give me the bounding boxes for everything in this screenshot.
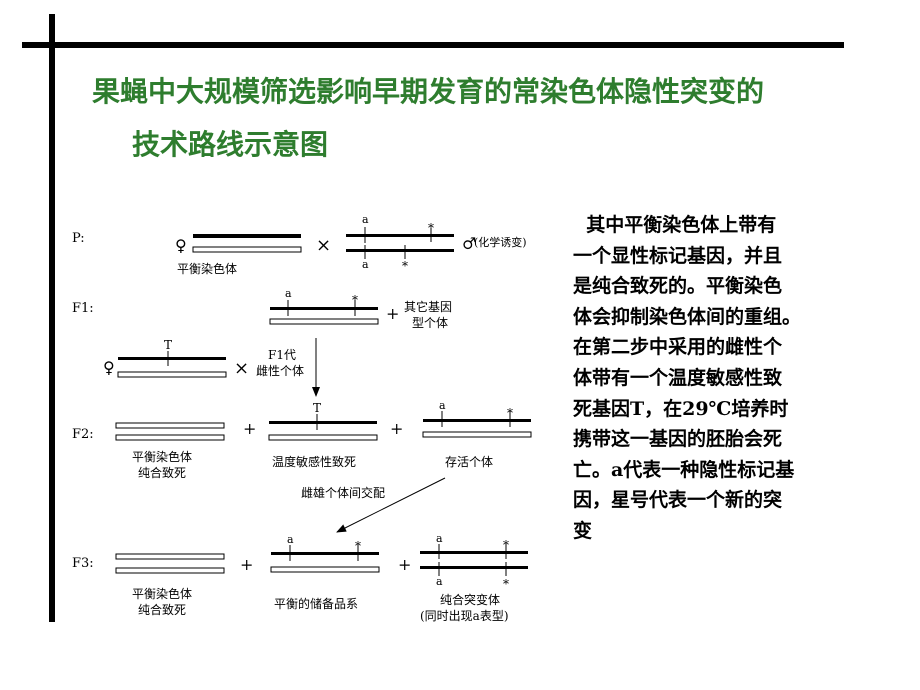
f2-mid-label: 温度敏感性致死 bbox=[272, 454, 356, 469]
allele-a-label: a bbox=[436, 575, 443, 588]
description-line: 亡。a代表一种隐性标记基 bbox=[573, 458, 795, 481]
female-icon: ♀ bbox=[175, 236, 187, 255]
balancer-chromosome-pair bbox=[192, 234, 302, 253]
description-line: 因，星号代表一个新的突 bbox=[573, 489, 783, 512]
f3-homozygous-pair bbox=[420, 544, 528, 576]
p-female-label: 平衡染色体 bbox=[177, 261, 237, 276]
f1-other-label-line1: 其它基因 bbox=[404, 299, 452, 314]
description-line: 一个显性标记基因，并且 bbox=[573, 244, 783, 267]
f2-diagonal-arrow bbox=[336, 477, 446, 533]
slide-title-line1: 果蝇中大规模筛选影响早期发育的常染色体隐性突变的 bbox=[92, 75, 765, 108]
f3-balancer-pair bbox=[115, 553, 225, 574]
mutation-star: * bbox=[428, 221, 434, 235]
f2-cross-note: 雌雄个体间交配 bbox=[301, 485, 385, 500]
mutation-star: * bbox=[503, 577, 509, 591]
description-line: 携带这一基因的胚胎会死 bbox=[573, 428, 783, 451]
f3-left-label-line1: 平衡染色体 bbox=[132, 586, 192, 601]
f2-t-pair bbox=[268, 414, 378, 441]
f2-right-label: 存活个体 bbox=[445, 455, 493, 469]
slide-title-line2: 技术路线示意图 bbox=[132, 128, 329, 161]
f2-left-label-line2: 纯合致死 bbox=[138, 465, 186, 480]
f1-female-label-line2: 雌性个体 bbox=[256, 363, 304, 378]
mutation-star: * bbox=[402, 259, 408, 273]
gen-label-p: P: bbox=[72, 231, 85, 246]
plus-sign: + bbox=[398, 555, 411, 574]
f3-right-label-line2: (同时出现a表型) bbox=[420, 609, 509, 623]
gen-label-f3: F3: bbox=[72, 556, 94, 571]
f2-survivor-pair bbox=[422, 411, 532, 438]
p-male-note: (化学诱变) bbox=[474, 235, 527, 249]
allele-a-label: a bbox=[362, 258, 369, 271]
description-line: 体会抑制染色体间的重组。 bbox=[573, 305, 802, 328]
description-line: 死基因T，在29℃培养时 bbox=[573, 397, 789, 420]
f3-left-label-line2: 纯合致死 bbox=[138, 602, 186, 617]
description-text: 其中平衡染色体上带有 一个显性标记基因，并且 是纯合致死的。平衡染色 体会抑制染… bbox=[573, 210, 823, 547]
cross-icon: × bbox=[316, 235, 331, 256]
mutation-star: * bbox=[355, 539, 361, 553]
f3-right-label-line1: 纯合突变体 bbox=[440, 592, 500, 607]
top-rule bbox=[22, 42, 844, 48]
cross-icon: × bbox=[234, 358, 249, 379]
plus-sign: + bbox=[243, 419, 256, 438]
gen-label-f2: F2: bbox=[72, 427, 94, 442]
allele-a-label: a bbox=[287, 533, 294, 546]
mutation-star: * bbox=[352, 293, 358, 307]
description-line: 体带有一个温度敏感性致 bbox=[573, 366, 783, 389]
f1-other-label-line2: 型个体 bbox=[412, 316, 448, 330]
plus-sign: + bbox=[386, 304, 399, 323]
allele-a-label: a bbox=[362, 213, 369, 226]
plus-sign: + bbox=[240, 555, 253, 574]
description-line: 变 bbox=[573, 519, 593, 542]
f3-mid-label: 平衡的储备品系 bbox=[274, 596, 358, 611]
allele-t-label: T bbox=[313, 401, 321, 415]
f1-female-label-line1: F1代 bbox=[268, 348, 296, 362]
mutation-star: * bbox=[503, 538, 509, 552]
description-line: 在第二步中采用的雌性个 bbox=[573, 336, 783, 359]
mutation-star: * bbox=[507, 406, 513, 420]
f2-balancer-pair bbox=[115, 422, 225, 441]
female-icon: ♀ bbox=[103, 358, 115, 377]
allele-t-label: T bbox=[164, 338, 172, 352]
plus-sign: + bbox=[390, 419, 403, 438]
allele-a-label: a bbox=[436, 532, 443, 545]
t-chromosome-pair bbox=[117, 351, 227, 378]
description-line: 是纯合致死的。平衡染色 bbox=[573, 275, 783, 298]
male-icon: ♂ bbox=[462, 234, 476, 253]
left-rule bbox=[49, 14, 55, 622]
f1-chromosome-pair bbox=[269, 300, 379, 325]
mutagenized-chromosome-pair bbox=[346, 227, 454, 259]
f2-left-label-line1: 平衡染色体 bbox=[132, 449, 192, 464]
f3-stock-pair bbox=[270, 545, 380, 573]
allele-a-label: a bbox=[285, 287, 292, 300]
description-line: 其中平衡染色体上带有 bbox=[573, 214, 777, 236]
allele-a-label: a bbox=[439, 399, 446, 412]
gen-label-f1: F1: bbox=[72, 301, 94, 316]
